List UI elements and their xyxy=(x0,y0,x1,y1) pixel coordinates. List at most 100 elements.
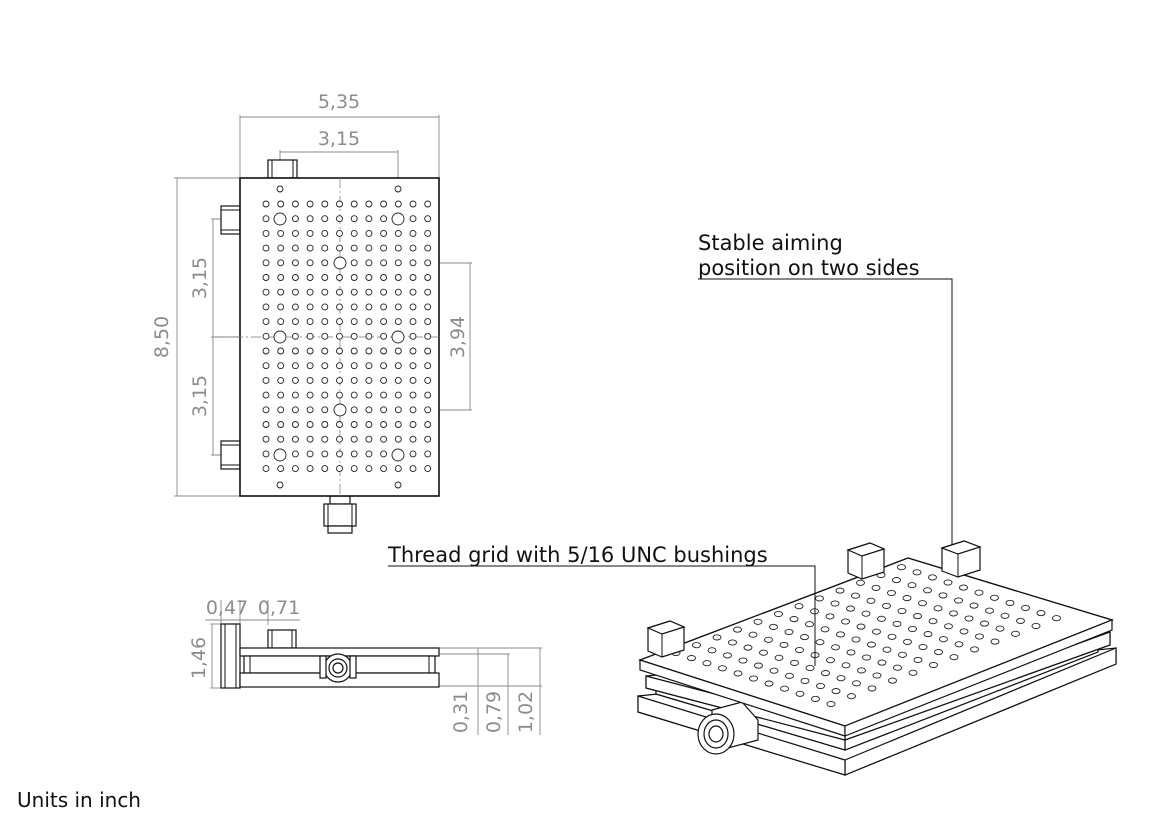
grid-hole xyxy=(380,274,388,281)
iso-hole xyxy=(892,577,901,584)
grid-hole xyxy=(380,450,388,458)
grid-hole xyxy=(306,406,314,414)
grid-hole xyxy=(277,376,285,384)
grid-hole xyxy=(336,318,343,326)
grid-hole xyxy=(409,274,417,281)
grid-hole xyxy=(336,391,343,399)
iso-hole xyxy=(918,643,928,651)
grid-hole xyxy=(424,406,432,414)
grid-hole xyxy=(409,215,417,223)
iso-hole xyxy=(872,672,882,679)
grid-hole xyxy=(365,244,373,252)
grid-hole xyxy=(277,259,285,267)
grid-hole xyxy=(262,376,270,384)
grid-hole xyxy=(291,450,299,458)
iso-hole xyxy=(980,620,989,627)
grid-hole xyxy=(394,465,402,473)
iso-hole xyxy=(954,641,964,648)
iso-hole xyxy=(687,655,696,662)
iso-hole xyxy=(1016,617,1025,624)
grid-hole xyxy=(336,421,343,428)
grid-hole xyxy=(336,347,343,355)
grid-hole xyxy=(350,318,358,326)
grid-hole xyxy=(380,303,388,311)
iso-hole xyxy=(908,625,917,633)
grid-hole xyxy=(350,406,358,414)
grid-hole xyxy=(424,391,432,399)
iso-hole xyxy=(959,628,969,635)
grid-hole xyxy=(336,435,343,443)
grid-hole xyxy=(336,200,343,208)
iso-hole xyxy=(794,603,804,610)
grid-hole xyxy=(262,259,270,267)
grid-hole xyxy=(365,435,373,443)
iso-hole xyxy=(779,641,789,648)
iso-hole xyxy=(944,623,953,630)
grid-hole xyxy=(409,332,417,340)
grid-hole xyxy=(306,435,314,443)
iso-hole xyxy=(831,644,840,651)
grid-hole xyxy=(306,229,314,237)
iso-hole xyxy=(990,638,1000,645)
grid-hole xyxy=(336,332,343,340)
grid-hole xyxy=(394,421,402,428)
iso-hole xyxy=(928,618,938,625)
grid-hole xyxy=(350,259,358,267)
grid-hole xyxy=(380,200,388,208)
iso-hole xyxy=(943,579,953,586)
grid-hole xyxy=(380,465,388,473)
iso-hole xyxy=(897,564,906,571)
grid-hole xyxy=(291,465,299,473)
iso-hole xyxy=(918,600,927,607)
grid-hole xyxy=(424,421,432,428)
grid-hole xyxy=(277,362,285,370)
grid-hole xyxy=(365,274,373,281)
iso-hole xyxy=(728,639,737,646)
iso-hole xyxy=(857,667,866,674)
iso-hole xyxy=(872,628,881,635)
dim-foot-offset: 0,71 xyxy=(258,597,300,619)
grid-hole xyxy=(409,288,417,296)
dim-bushing-spacing-lower: 3,15 xyxy=(189,375,211,417)
grid-hole xyxy=(409,376,417,384)
grid-hole xyxy=(321,376,329,384)
grid-hole xyxy=(394,406,402,414)
grid-hole xyxy=(277,318,285,326)
grid-hole xyxy=(380,362,388,370)
iso-hole xyxy=(995,625,1005,632)
dim-width: 5,35 xyxy=(318,91,360,113)
grid-hole xyxy=(321,288,329,296)
grid-hole xyxy=(365,215,373,223)
iso-hole xyxy=(949,610,958,617)
iso-hole xyxy=(785,672,794,679)
grid-hole xyxy=(291,215,299,223)
grid-hole xyxy=(336,288,343,296)
grid-hole xyxy=(409,406,417,414)
iso-hole xyxy=(898,651,907,658)
grid-hole xyxy=(350,274,358,281)
grid-hole xyxy=(291,332,299,340)
grid-hole xyxy=(350,215,358,223)
grid-hole xyxy=(277,288,285,296)
grid-hole xyxy=(262,215,270,223)
iso-hole xyxy=(903,638,912,645)
grid-hole xyxy=(291,406,299,414)
grid-hole xyxy=(424,200,432,208)
grid-hole xyxy=(409,347,417,355)
iso-hole xyxy=(964,615,974,622)
iso-hole xyxy=(759,649,768,656)
grid-hole xyxy=(291,435,299,443)
grid-hole xyxy=(291,200,299,208)
iso-hole xyxy=(815,639,825,646)
grid-hole xyxy=(291,229,299,237)
grid-hole xyxy=(380,421,388,428)
grid-hole xyxy=(350,229,358,237)
grid-hole xyxy=(277,347,285,355)
bushing-ring xyxy=(391,212,405,226)
grid-hole xyxy=(262,347,270,355)
iso-hole xyxy=(907,582,917,589)
iso-hole xyxy=(790,659,799,666)
grid-hole xyxy=(365,303,373,311)
iso-hole xyxy=(733,670,743,677)
grid-hole xyxy=(394,362,402,370)
